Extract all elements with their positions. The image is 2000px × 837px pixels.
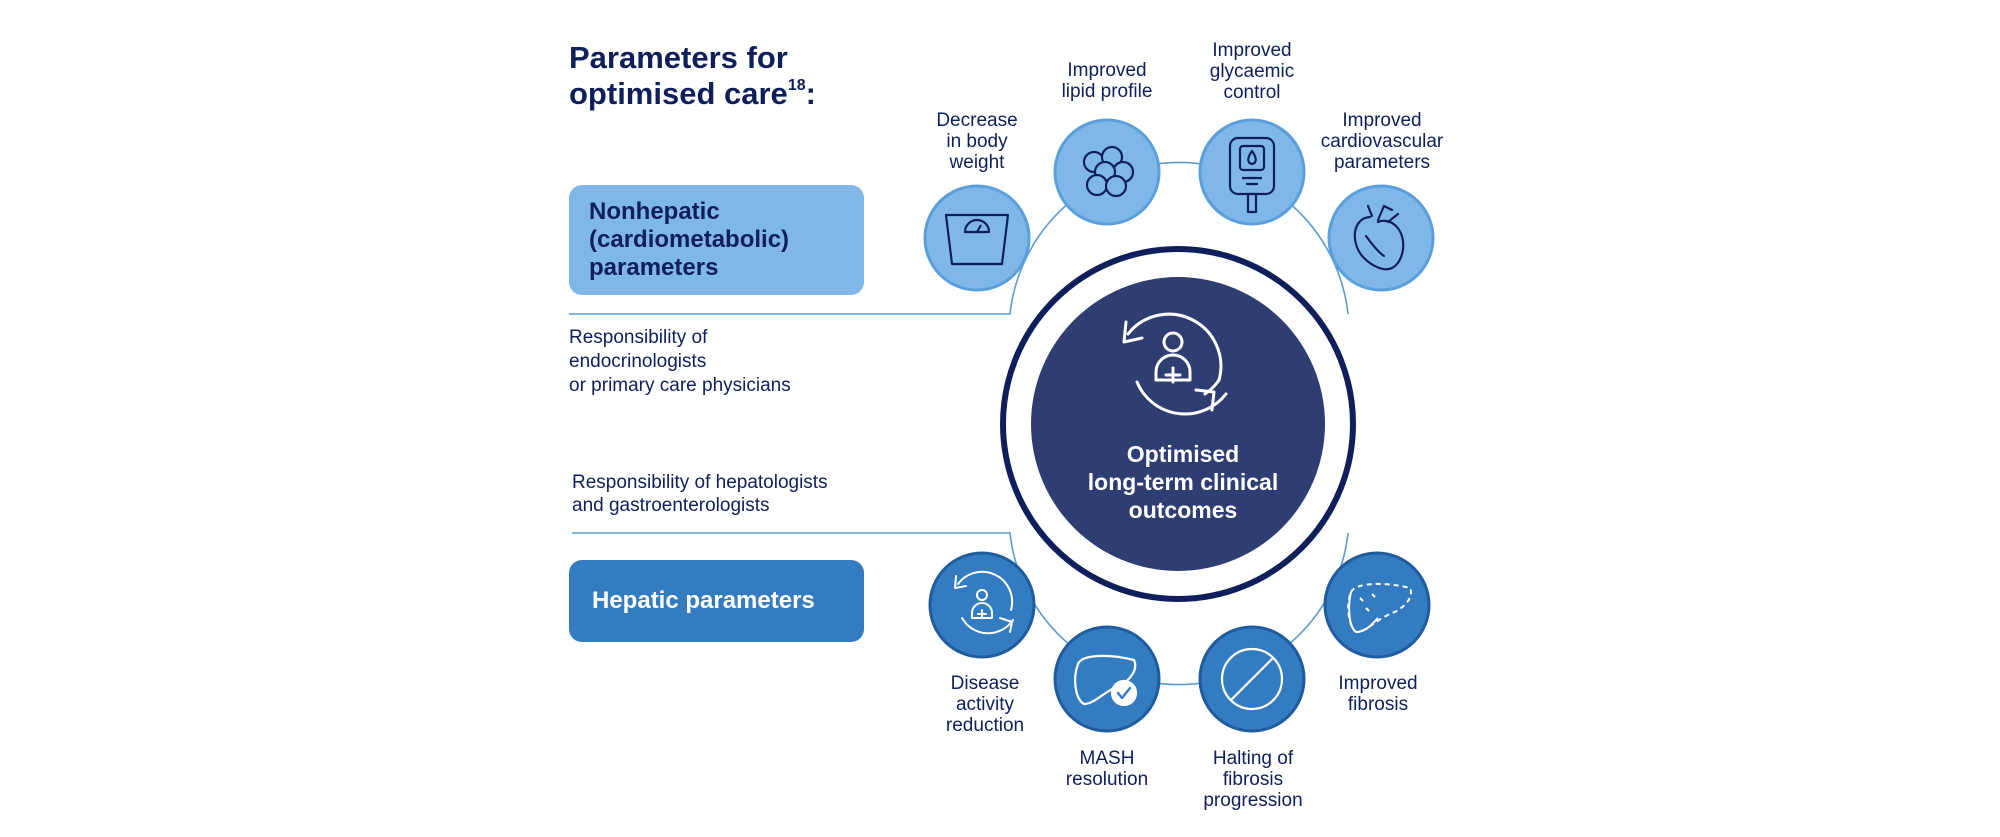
center-circle <box>1031 277 1325 571</box>
label-lipid-profile: Improved lipid profile <box>1062 60 1153 102</box>
glucose-meter-icon <box>1228 136 1276 214</box>
label-line: Decrease <box>936 110 1018 131</box>
param-circle-disease-activity <box>928 551 1036 659</box>
diagram-title: Parameters for optimised care18: <box>569 40 816 112</box>
label-line: MASH <box>1079 748 1135 769</box>
label-line: parameters <box>1333 152 1431 173</box>
label-line: Improved <box>1342 110 1422 131</box>
resp-hep-line-2: and gastroenterologists <box>572 495 770 516</box>
nonhepatic-parameters-box: Nonhepatic (cardiometabolic) parameters <box>569 185 864 295</box>
label-line: activity <box>955 694 1015 715</box>
title-line-2: optimised care18: <box>569 76 816 112</box>
label-body-weight: Decrease in body weight <box>936 110 1017 173</box>
resp-endo-line-2: endocrinologists <box>569 351 707 372</box>
center-outcome-text: Optimised long-term clinical outcomes <box>1008 440 1358 524</box>
label-line: weight <box>949 152 1005 173</box>
label-line: Halting of <box>1212 748 1294 769</box>
label-line: fibrosis <box>1222 769 1284 790</box>
label-disease-activity: Disease activity reduction <box>946 673 1024 736</box>
nonhepatic-box-line-2: (cardiometabolic) <box>589 226 790 253</box>
nonhepatic-box-line-1: Nonhepatic <box>589 198 720 225</box>
param-circle-halting-fibrosis <box>1198 625 1306 733</box>
scale-icon <box>944 213 1010 266</box>
patient-cycle-icon <box>954 570 1014 635</box>
label-line: Improved <box>1067 60 1147 81</box>
label-cardiovascular: Improved cardiovascular parameters <box>1321 110 1444 173</box>
center-line-1: Optimised <box>1126 441 1240 467</box>
param-circle-lipid-profile <box>1053 118 1161 226</box>
label-line: in body <box>946 131 1008 152</box>
title-reference: 18 <box>787 77 806 94</box>
label-line: lipid profile <box>1061 81 1153 102</box>
title-line-2-text: optimised care <box>569 76 788 111</box>
prohibition-icon <box>1220 647 1284 711</box>
nonhepatic-box-text: Nonhepatic (cardiometabolic) parameters <box>589 198 789 282</box>
center-line-2: long-term clinical <box>1087 469 1279 495</box>
label-mash-resolution: MASH resolution <box>1066 748 1148 790</box>
resp-endo-line-3: or primary care physicians <box>569 375 791 396</box>
param-circle-body-weight <box>923 184 1031 292</box>
label-improved-fibrosis: Improved fibrosis <box>1338 673 1417 715</box>
label-halting-fibrosis: Halting of fibrosis progression <box>1203 748 1302 811</box>
patient-cycle-icon <box>1122 312 1228 416</box>
nonhepatic-box-line-3: parameters <box>589 254 719 281</box>
label-line: control <box>1223 82 1281 103</box>
resp-hep-line-1: Responsibility of hepatologists <box>572 472 828 493</box>
center-line-3: outcomes <box>1128 497 1238 523</box>
title-line-1: Parameters for <box>569 40 788 75</box>
liver-dotted-icon <box>1347 582 1412 633</box>
param-circle-improved-fibrosis <box>1323 551 1431 659</box>
hepatic-parameters-box: Hepatic parameters <box>569 560 864 642</box>
nonhepatic-connector-line <box>569 161 1349 315</box>
lipid-cells-icon <box>1082 145 1135 198</box>
resp-endo-line-1: Responsibility of <box>569 327 708 348</box>
responsibility-hepatology: Responsibility of hepatologists and gast… <box>572 471 828 517</box>
label-line: fibrosis <box>1347 694 1409 715</box>
label-line: cardiovascular <box>1320 131 1444 152</box>
heart-icon <box>1353 204 1405 271</box>
responsibility-endocrinology: Responsibility of endocrinologists or pr… <box>569 326 791 398</box>
label-line: reduction <box>945 715 1025 736</box>
label-line: progression <box>1203 790 1303 811</box>
label-line: Disease <box>950 673 1020 694</box>
label-line: resolution <box>1065 769 1149 790</box>
param-circle-cardiovascular <box>1327 184 1435 292</box>
label-line: Improved <box>1212 40 1292 61</box>
label-glycaemic-control: Improved glycaemic control <box>1210 40 1294 103</box>
title-colon: : <box>805 76 816 111</box>
hepatic-box-label: Hepatic parameters <box>592 587 815 614</box>
label-line: glycaemic <box>1209 61 1295 82</box>
param-circle-glycaemic-control <box>1198 118 1306 226</box>
param-circle-mash-resolution <box>1053 625 1161 733</box>
liver-check-icon <box>1074 654 1138 707</box>
label-line: Improved <box>1338 673 1418 694</box>
